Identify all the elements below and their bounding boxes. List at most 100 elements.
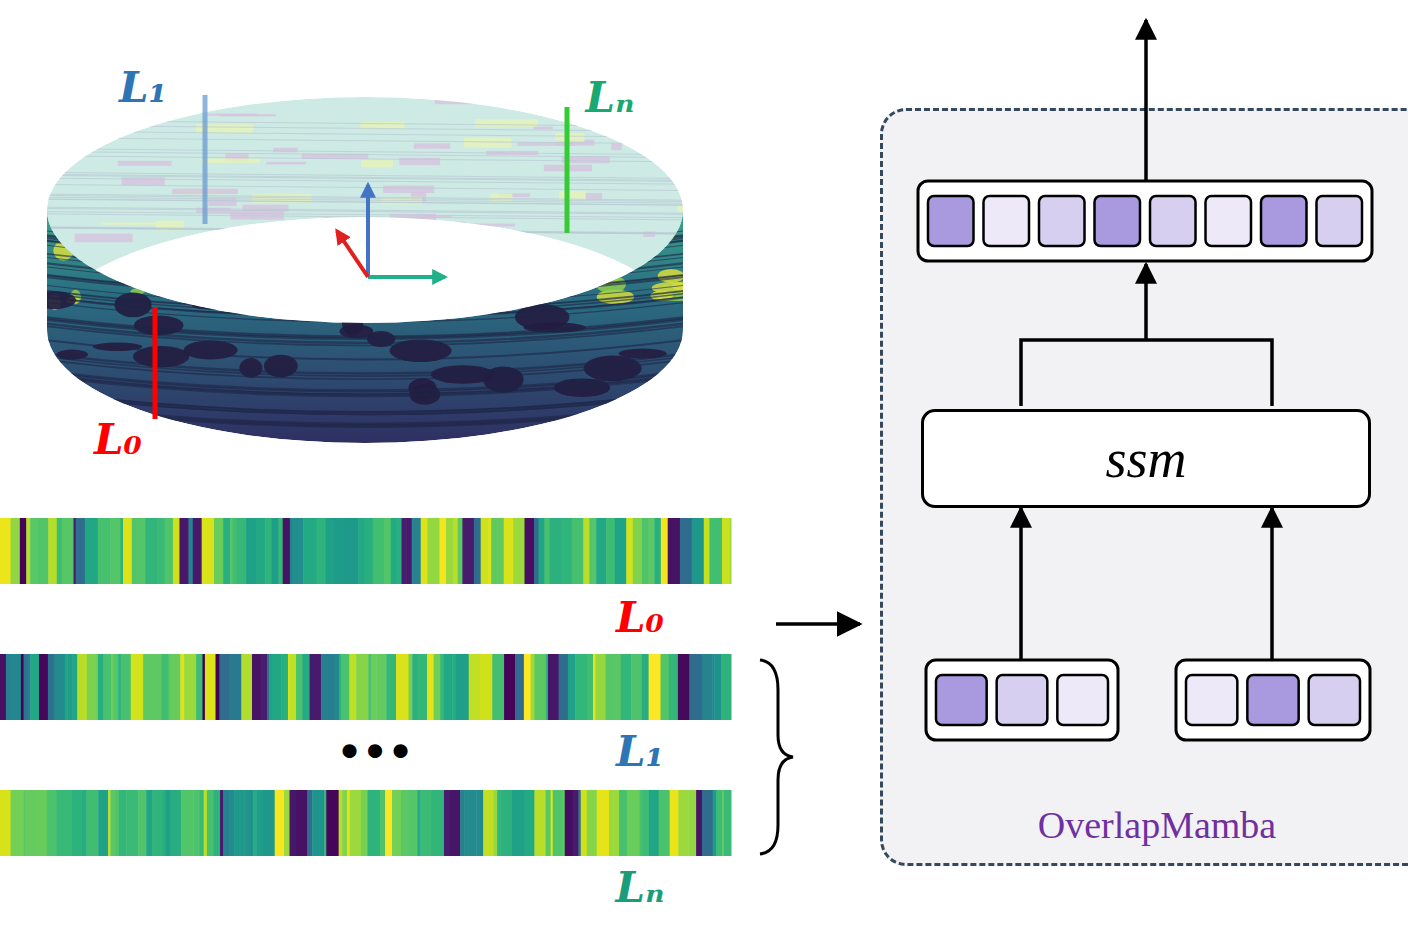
- ring-texture: [40, 353, 690, 373]
- strip-column: [35, 790, 47, 856]
- ring-texture: [490, 193, 512, 202]
- ring-texture: [150, 247, 194, 259]
- ring-texture: [40, 372, 690, 392]
- ssm-block: ssm: [921, 409, 1371, 508]
- ring-texture: [40, 297, 690, 317]
- ring-texture: [545, 258, 553, 277]
- strip-column: [72, 654, 77, 720]
- strip-column: [368, 654, 371, 720]
- ring-texture: [677, 205, 715, 212]
- ring-texture: [40, 274, 690, 294]
- strip-column: [272, 654, 282, 720]
- strip-column: [113, 654, 118, 720]
- strip-column: [234, 790, 245, 856]
- strip-column: [166, 790, 171, 856]
- ring-texture: [280, 227, 303, 241]
- strip-column: [229, 790, 235, 856]
- strip-column: [180, 654, 184, 720]
- strip-column: [30, 654, 39, 720]
- strip-column: [408, 790, 418, 856]
- strip-column: [615, 518, 627, 584]
- ring-texture: [47, 199, 683, 205]
- ring-texture: [503, 220, 512, 239]
- strip-column: [20, 518, 27, 584]
- strip-column: [98, 518, 111, 584]
- axis-arrow: [337, 231, 368, 277]
- token: [1150, 196, 1196, 246]
- strip-column: [504, 518, 514, 584]
- strip-column: [123, 518, 132, 584]
- strip-column: [631, 654, 642, 720]
- input-arrow: [776, 622, 860, 626]
- strip-column: [661, 518, 668, 584]
- strip-column: [246, 518, 256, 584]
- ring-texture: [47, 228, 683, 234]
- ring-texture: [40, 293, 690, 313]
- ring-texture: [368, 231, 406, 239]
- strip-column: [173, 518, 180, 584]
- token: [984, 196, 1030, 246]
- ring-texture: [40, 240, 690, 260]
- strip-column: [548, 654, 559, 720]
- range-strip: [0, 518, 732, 584]
- ring-texture: [555, 133, 584, 142]
- ring-texture: [40, 323, 690, 343]
- strip-column: [476, 790, 483, 856]
- strip-column: [342, 790, 348, 856]
- ring-texture: [40, 235, 690, 255]
- scan-line-label: Lₙ: [586, 77, 635, 119]
- strip-column: [619, 790, 627, 856]
- strip-column: [417, 790, 421, 856]
- token: [997, 675, 1048, 725]
- strip-column: [295, 790, 307, 856]
- strip-column: [525, 518, 535, 584]
- strip-column: [456, 654, 469, 720]
- strip-column: [161, 654, 169, 720]
- strip-column: [151, 654, 162, 720]
- strip-column: [678, 790, 688, 856]
- strip-column: [483, 790, 494, 856]
- strip-column: [648, 518, 655, 584]
- ring-texture: [383, 186, 434, 193]
- strip-column: [115, 790, 119, 856]
- strip-column: [538, 518, 544, 584]
- strip-column: [380, 790, 386, 856]
- ring-texture: [153, 273, 194, 289]
- strip-column: [24, 654, 28, 720]
- ring-texture: [75, 234, 133, 242]
- strip-column: [317, 518, 327, 584]
- strip-column: [272, 518, 279, 584]
- strip-column: [356, 654, 369, 720]
- strip-column: [188, 518, 193, 584]
- strip-column: [452, 654, 456, 720]
- strip-column: [184, 654, 196, 720]
- strip-column: [63, 790, 72, 856]
- strip-column: [550, 518, 562, 584]
- scan-line-ln: [565, 107, 570, 233]
- strip-column: [0, 654, 6, 720]
- ring-texture: [202, 158, 260, 162]
- flow-arrow: [1144, 20, 1148, 181]
- ring-texture: [308, 286, 319, 304]
- ring-texture: [475, 119, 538, 127]
- strip-column: [709, 518, 722, 584]
- strip-column: [81, 790, 87, 856]
- token-frame: [918, 181, 1372, 261]
- axis-arrow: [366, 185, 370, 277]
- strip-column: [534, 790, 546, 856]
- ring-texture: [205, 229, 220, 237]
- strip-column: [434, 654, 441, 720]
- strip-column: [609, 790, 620, 856]
- strip-column: [119, 790, 127, 856]
- curly-brace: [760, 660, 793, 854]
- strip-column: [170, 790, 181, 856]
- strip-column: [171, 654, 181, 720]
- strip-column: [309, 518, 317, 584]
- strip-column: [181, 790, 194, 856]
- ring-texture: [306, 280, 336, 301]
- ring-texture: [261, 270, 289, 283]
- strip-column: [406, 518, 412, 584]
- range-strip: [0, 790, 732, 856]
- strip-column: [38, 518, 49, 584]
- scan-line-label: L₁: [119, 67, 167, 109]
